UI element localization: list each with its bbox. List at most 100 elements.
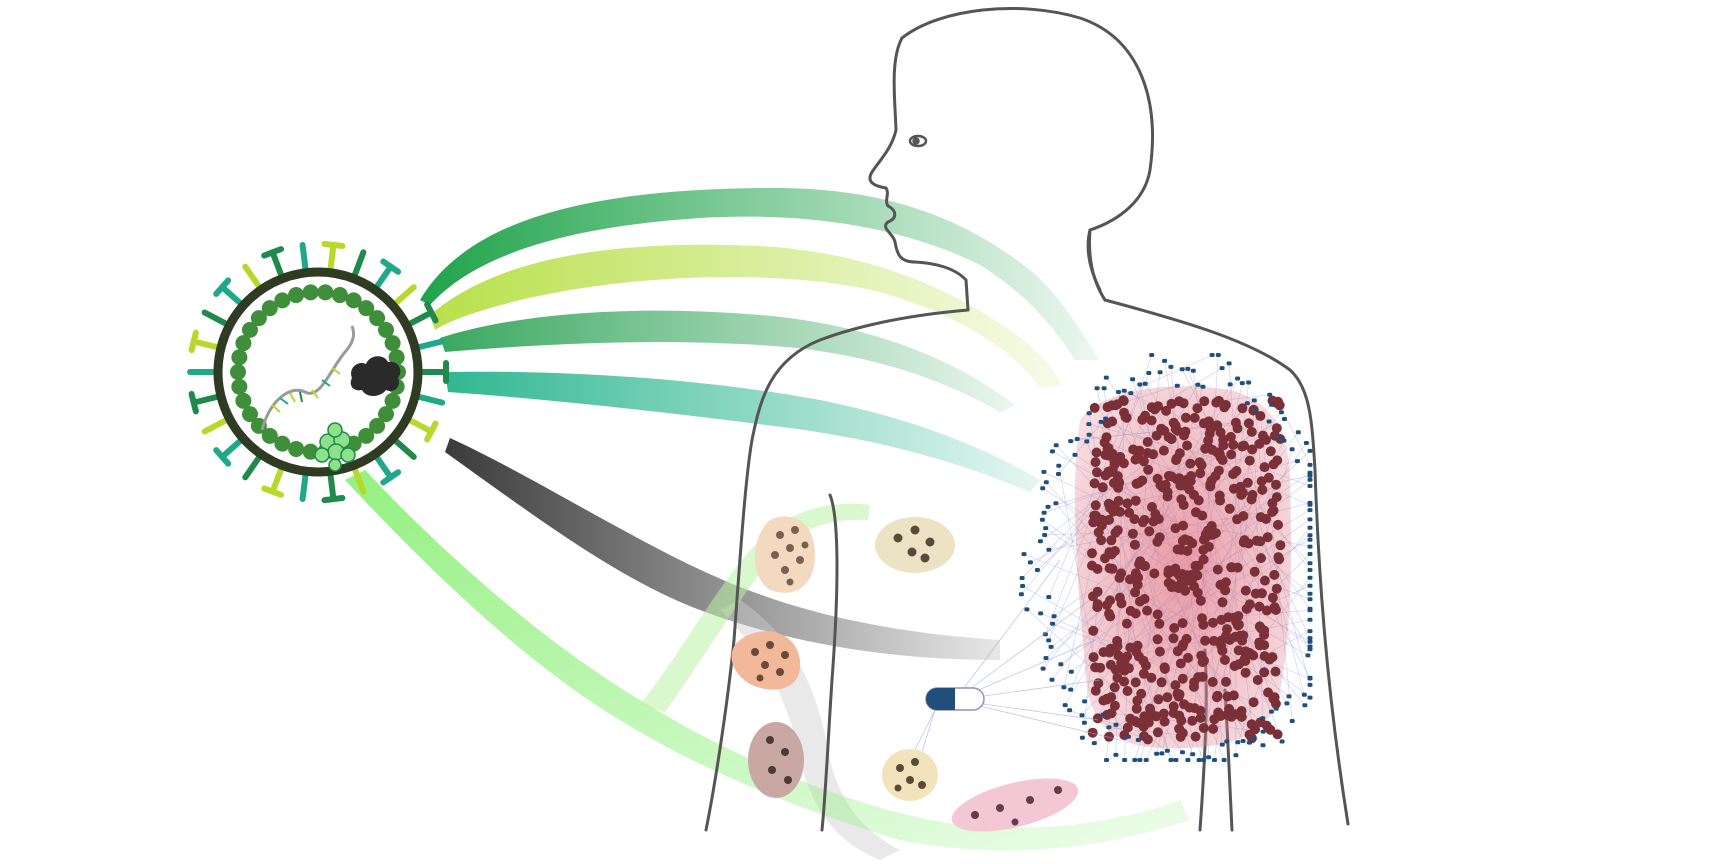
satellite-node: [1039, 517, 1045, 522]
satellite-node: [1042, 632, 1048, 637]
protein-node: [1154, 618, 1165, 629]
satellite-node: [1307, 639, 1313, 644]
satellite-node: [1157, 370, 1163, 375]
protein-node: [1158, 445, 1169, 456]
protein-node: [1232, 514, 1243, 525]
satellite-node: [1079, 735, 1085, 740]
protein-node: [1132, 579, 1143, 590]
pupil: [912, 137, 920, 145]
capsid-bead: [235, 335, 252, 352]
protein-node: [1089, 478, 1100, 489]
protein-node: [1088, 591, 1098, 602]
protein-node: [1089, 402, 1100, 413]
protein-node: [1179, 430, 1189, 441]
satellite-node: [1267, 392, 1273, 397]
left-shoulder: [704, 308, 970, 832]
satellite-node: [1103, 375, 1109, 380]
capsid-bead: [384, 392, 401, 409]
protein-node: [1098, 695, 1109, 706]
protein-node: [1240, 646, 1251, 657]
protein-node: [1215, 495, 1226, 506]
protein-node: [1203, 541, 1214, 552]
protein-node: [1237, 403, 1248, 414]
spike-protein: [374, 454, 402, 486]
protein-node: [1275, 540, 1286, 551]
protein-node: [1091, 447, 1102, 458]
protein-node: [1101, 600, 1112, 610]
protein-node: [1211, 692, 1222, 703]
satellite-node: [1046, 595, 1052, 599]
protein-node: [1157, 482, 1168, 493]
virus-spikes: [187, 240, 449, 504]
virus-icon: [187, 240, 449, 504]
satellite-node: [1040, 486, 1046, 491]
protein-node: [1259, 462, 1270, 473]
protein-node: [1152, 609, 1163, 620]
satellite-node: [1043, 480, 1049, 485]
protein-node: [1232, 423, 1243, 434]
protein-node: [1159, 662, 1170, 673]
protein-node: [1100, 553, 1110, 564]
protein-node: [1171, 455, 1181, 466]
satellite-node: [1125, 734, 1131, 739]
protein-node: [1274, 400, 1285, 411]
protein-node: [1254, 438, 1265, 449]
protein-node: [1254, 637, 1265, 648]
satellite-node: [1307, 636, 1313, 641]
module-orange: [731, 631, 801, 690]
protein-node: [1219, 655, 1230, 665]
satellite-node: [1307, 675, 1313, 680]
satellite-node: [1051, 614, 1057, 619]
capsid-bead: [288, 287, 305, 304]
protein-node: [1179, 534, 1190, 545]
satellite-node: [1056, 463, 1062, 468]
satellite-node: [1113, 752, 1119, 757]
protein-node: [1127, 528, 1138, 539]
satellite-node: [1072, 452, 1078, 457]
satellite-node: [1061, 685, 1067, 690]
protein-node: [1106, 708, 1117, 719]
satellite-node: [1074, 437, 1080, 441]
protein-node: [1142, 437, 1153, 447]
satellite-node: [1068, 669, 1074, 674]
protein-node: [1198, 723, 1209, 733]
satellite-node: [1046, 638, 1052, 643]
protein-node: [1125, 605, 1136, 616]
capsid-bead: [358, 427, 375, 444]
satellite-node: [1121, 388, 1127, 393]
capsid-bead: [288, 440, 305, 457]
protein-node: [1149, 568, 1160, 579]
satellite-node: [1086, 411, 1092, 416]
spike-protein: [351, 466, 367, 495]
satellite-node: [1260, 729, 1266, 734]
capsid-bead: [274, 292, 291, 309]
protein-node: [1272, 455, 1283, 466]
spike-protein: [188, 329, 221, 354]
protein-node: [1187, 715, 1198, 726]
protein-node: [1256, 476, 1267, 487]
capsid-bead: [358, 300, 375, 317]
satellite-node: [1094, 386, 1100, 391]
protein-cluster-icon: [314, 422, 356, 472]
protein-node: [1262, 532, 1273, 543]
protein-node: [1166, 398, 1177, 409]
protein-node: [1125, 574, 1135, 585]
protein-node: [1207, 677, 1218, 687]
satellite-node: [1068, 687, 1074, 692]
protein-node: [1206, 521, 1217, 531]
satellite-node: [1307, 517, 1313, 522]
protein-node: [1093, 527, 1104, 538]
protein-node: [1230, 631, 1241, 642]
protein-node: [1109, 682, 1120, 693]
protein-node: [1092, 602, 1103, 613]
protein-node: [1092, 713, 1103, 724]
capsid-bead: [388, 349, 405, 366]
protein-node: [1134, 445, 1145, 456]
protein-node: [1243, 418, 1254, 429]
satellite-node: [1307, 552, 1313, 556]
protein-node: [1130, 587, 1141, 598]
protein-node: [1271, 492, 1282, 503]
satellite-node: [1235, 376, 1241, 381]
protein-node: [1259, 667, 1270, 678]
satellite-node: [1018, 592, 1024, 597]
